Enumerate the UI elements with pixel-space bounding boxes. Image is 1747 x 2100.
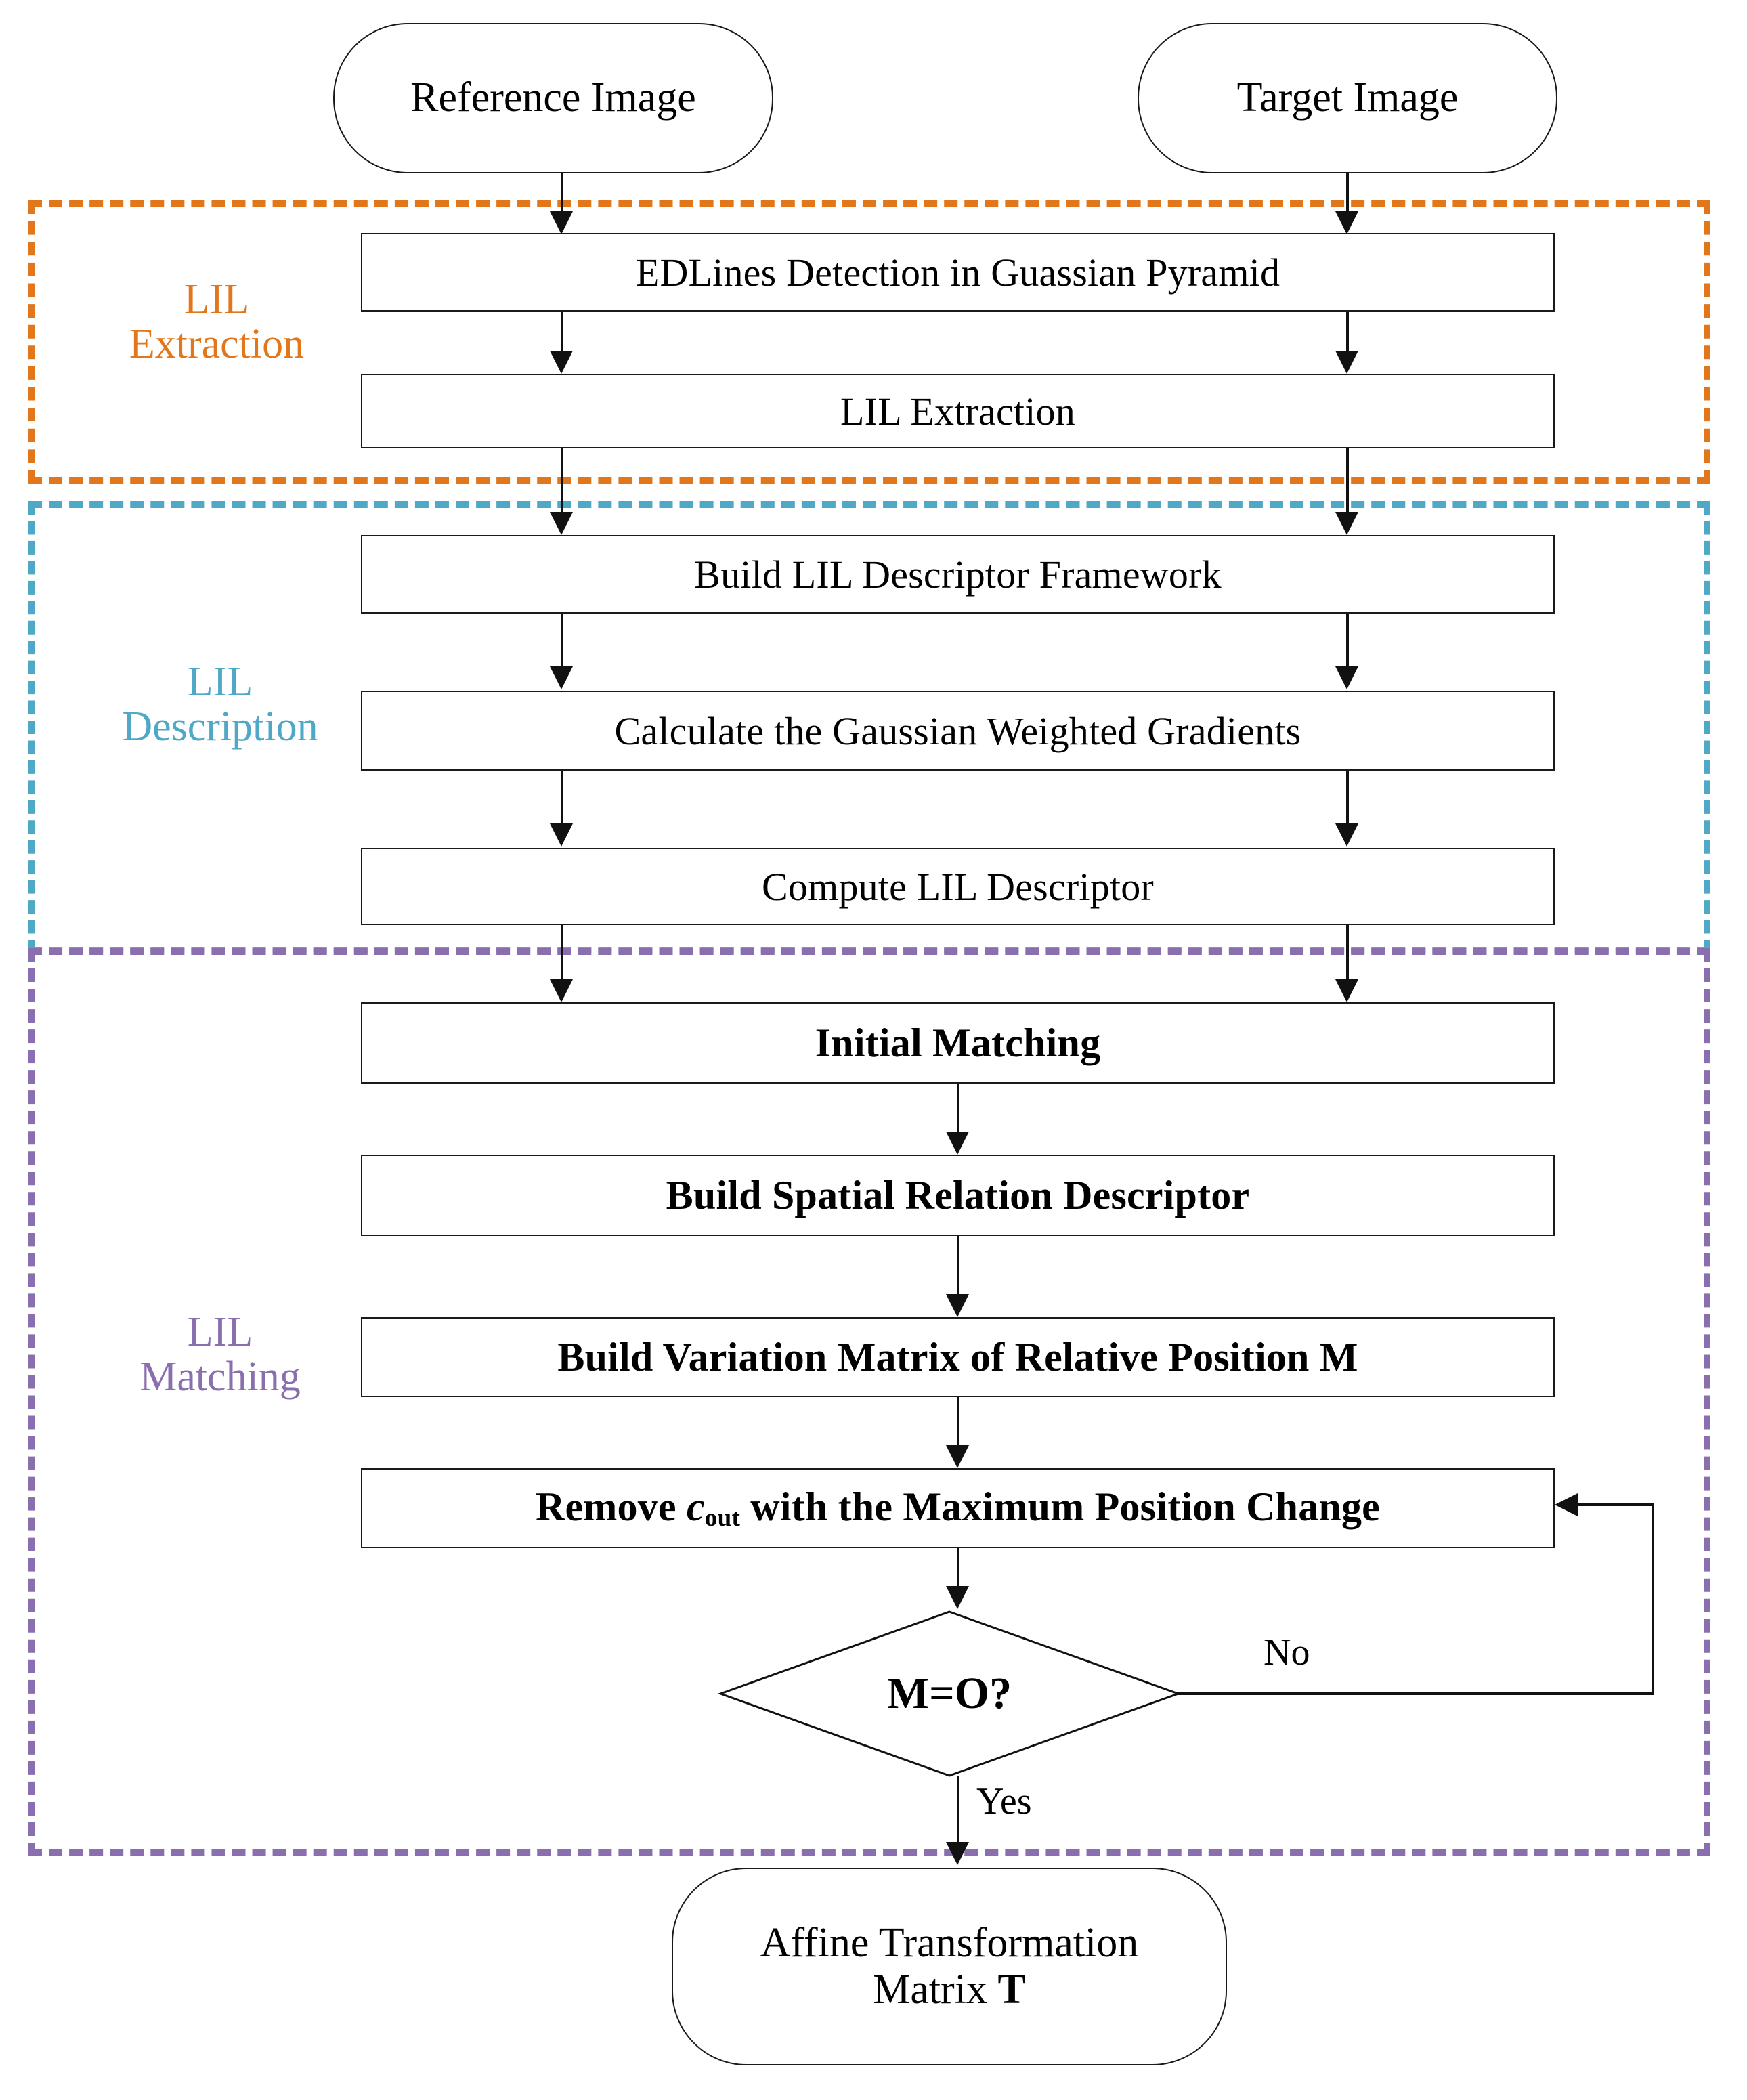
terminator-output-line2: Matrix T (873, 1967, 1026, 2013)
process-edlines-detection: EDLines Detection in Guassian Pyramid (361, 233, 1555, 312)
terminator-output-line2-text: Matrix (873, 1967, 998, 2013)
process-initial-matching-label: Initial Matching (815, 1020, 1101, 1065)
connector-spatial-to-variation-matrix (957, 1236, 959, 1295)
decision-m-equals-o: M=O? (717, 1610, 1182, 1777)
connector-no-branch-vertical (1652, 1503, 1654, 1694)
connector-remove-to-decision (957, 1548, 959, 1587)
connector-edlines-to-extraction-left (561, 312, 563, 352)
phase-label-lil-matching: LIL Matching (139, 1309, 301, 1400)
remove-variable-subscript: out (704, 1504, 741, 1533)
connector-compute-to-initial-matching-right (1346, 925, 1349, 981)
arrowhead-compute-to-initial-matching-right (1335, 979, 1358, 1002)
terminator-target-image: Target Image (1138, 23, 1557, 173)
phase-frame-lil-extraction (28, 200, 1710, 484)
connector-no-branch-return (1578, 1503, 1653, 1506)
connector-edlines-to-extraction-right (1346, 312, 1349, 352)
remove-variable-c: c (686, 1484, 705, 1529)
connector-no-branch-horizontal (1178, 1692, 1654, 1695)
decision-label: M=O? (886, 1669, 1012, 1718)
connector-gradients-to-compute-left (561, 771, 563, 825)
process-build-variation-matrix-label: Build Variation Matrix of Relative Posit… (557, 1334, 1358, 1381)
remove-suffix-text: with the Maximum Position Change (740, 1484, 1381, 1529)
phase-label-lil-description: LIL Description (122, 659, 318, 750)
process-initial-matching: Initial Matching (361, 1002, 1555, 1084)
arrowhead-yes-branch (946, 1842, 969, 1865)
connector-gradients-to-compute-right (1346, 771, 1349, 825)
arrowhead-reference-to-edlines (550, 211, 573, 234)
remove-prefix-text: Remove (535, 1484, 687, 1529)
terminator-output-matrix-symbol: T (997, 1967, 1026, 2013)
phase-label-lil-extraction: LIL Extraction (129, 276, 305, 367)
process-build-lil-descriptor-framework: Build LIL Descriptor Framework (361, 535, 1555, 614)
process-build-spatial-relation-descriptor-label: Build Spatial Relation Descriptor (666, 1172, 1250, 1218)
connector-initial-matching-to-spatial (957, 1084, 959, 1133)
arrowhead-compute-to-initial-matching-left (550, 979, 573, 1002)
connector-compute-to-initial-matching-left (561, 925, 563, 981)
process-lil-extraction: LIL Extraction (361, 374, 1555, 448)
connector-target-to-edlines (1346, 173, 1349, 218)
process-gaussian-weighted-gradients-label: Calculate the Gaussian Weighted Gradient… (614, 708, 1301, 753)
arrowhead-target-to-edlines (1335, 211, 1358, 234)
process-compute-lil-descriptor: Compute LIL Descriptor (361, 848, 1555, 925)
terminator-output-line1: Affine Transformation (760, 1919, 1139, 1966)
connector-extraction-to-framework-right (1346, 448, 1349, 513)
process-gaussian-weighted-gradients: Calculate the Gaussian Weighted Gradient… (361, 691, 1555, 771)
arrowhead-gradients-to-compute-right (1335, 823, 1358, 847)
arrowhead-initial-matching-to-spatial (946, 1132, 969, 1155)
process-build-spatial-relation-descriptor: Build Spatial Relation Descriptor (361, 1155, 1555, 1236)
edge-label-yes: Yes (976, 1780, 1032, 1822)
arrowhead-no-branch-into-remove (1555, 1493, 1578, 1516)
process-build-lil-descriptor-framework-label: Build LIL Descriptor Framework (694, 552, 1222, 597)
process-remove-cout-label: Remove cout with the Maximum Position Ch… (536, 1484, 1380, 1533)
connector-extraction-to-framework-left (561, 448, 563, 513)
process-compute-lil-descriptor-label: Compute LIL Descriptor (762, 864, 1154, 909)
arrowhead-framework-to-gradients-left (550, 666, 573, 689)
connector-reference-to-edlines (561, 173, 563, 218)
arrowhead-remove-to-decision (946, 1586, 969, 1609)
arrowhead-edlines-to-extraction-right (1335, 351, 1358, 374)
arrowhead-gradients-to-compute-left (550, 823, 573, 847)
terminator-target-image-label: Target Image (1236, 74, 1459, 121)
decision-diamond-shape (717, 1610, 1182, 1777)
variation-matrix-symbol: M (1319, 1334, 1358, 1379)
process-edlines-detection-label: EDLines Detection in Guassian Pyramid (635, 250, 1280, 295)
connector-framework-to-gradients-right (1346, 614, 1349, 668)
terminator-affine-transformation-matrix: Affine Transformation Matrix T (672, 1868, 1227, 2065)
connector-variation-matrix-to-remove (957, 1397, 959, 1445)
process-remove-cout: Remove cout with the Maximum Position Ch… (361, 1468, 1555, 1548)
arrowhead-spatial-to-variation-matrix (946, 1294, 969, 1317)
process-build-variation-matrix: Build Variation Matrix of Relative Posit… (361, 1317, 1555, 1397)
variation-matrix-text: Build Variation Matrix of Relative Posit… (557, 1334, 1320, 1379)
terminator-reference-image: Reference Image (333, 23, 773, 173)
edge-label-no: No (1264, 1631, 1310, 1673)
arrowhead-extraction-to-framework-left (550, 512, 573, 535)
arrowhead-extraction-to-framework-right (1335, 512, 1358, 535)
phase-frame-lil-matching (28, 948, 1710, 1856)
terminator-reference-image-label: Reference Image (410, 74, 696, 121)
arrowhead-variation-matrix-to-remove (946, 1445, 969, 1468)
connector-framework-to-gradients-left (561, 614, 563, 668)
arrowhead-framework-to-gradients-right (1335, 666, 1358, 689)
connector-yes-branch (957, 1776, 959, 1843)
process-lil-extraction-label: LIL Extraction (840, 389, 1075, 433)
arrowhead-edlines-to-extraction-left (550, 351, 573, 374)
